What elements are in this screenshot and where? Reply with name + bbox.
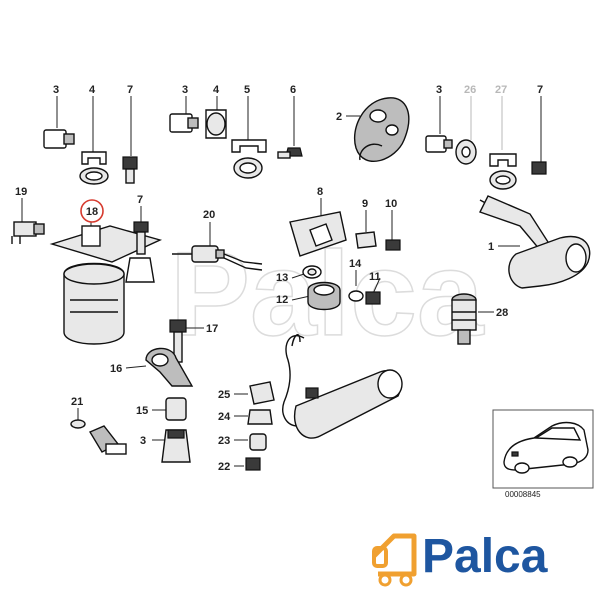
group-lower-middle — [234, 381, 275, 471]
callout-6: 6 — [290, 84, 296, 96]
callout-13: 13 — [276, 272, 288, 284]
group-top-left — [43, 96, 138, 185]
callout-17: 17 — [206, 323, 218, 335]
callout-7: 7 — [127, 84, 133, 96]
callout-24: 24 — [218, 411, 231, 423]
car-inset — [492, 409, 594, 489]
svg-text:Palca: Palca — [422, 530, 548, 583]
callout-19: 19 — [15, 186, 27, 198]
callout-7: 7 — [537, 84, 543, 96]
callout-4: 4 — [213, 84, 220, 96]
callout-25: 25 — [218, 389, 230, 401]
callout-3: 3 — [182, 84, 188, 96]
highlighted-callout: 18 — [80, 199, 104, 223]
group-grommet — [346, 97, 410, 163]
callout-26: 26 — [464, 84, 476, 96]
callout-15: 15 — [136, 405, 148, 417]
group-receiver-lower — [282, 334, 403, 439]
group-valve-28 — [451, 293, 494, 345]
callout-4: 4 — [89, 84, 96, 96]
callout-20: 20 — [203, 209, 215, 221]
callout-23: 23 — [218, 435, 230, 447]
callout-3: 3 — [53, 84, 59, 96]
callout-27: 27 — [495, 84, 507, 96]
reference-code: 00008845 — [505, 490, 541, 499]
callout-16: 16 — [110, 363, 122, 375]
callout-21: 21 — [71, 396, 83, 408]
callout-1: 1 — [488, 241, 494, 253]
callout-11: 11 — [369, 271, 381, 283]
callout-28: 28 — [496, 307, 508, 319]
callout-5: 5 — [244, 84, 250, 96]
callout-14: 14 — [349, 258, 362, 270]
palca-logo: Palca — [372, 530, 548, 587]
group-top-middle — [169, 96, 303, 179]
group-lower-left — [70, 319, 204, 463]
callout-2: 2 — [336, 111, 342, 123]
group-top-right — [425, 96, 591, 289]
callout-3: 3 — [436, 84, 442, 96]
callout-12: 12 — [276, 294, 288, 306]
group-mid — [289, 198, 401, 311]
callout-18: 18 — [86, 206, 98, 218]
group-switch-20 — [172, 222, 263, 271]
callout-8: 8 — [317, 186, 323, 198]
callout-22: 22 — [218, 461, 230, 473]
callout-3: 3 — [140, 435, 146, 447]
callout-labels: 3 4 7 3 4 5 6 2 3 26 27 7 19 7 20 8 9 10… — [15, 84, 543, 473]
callout-7: 7 — [137, 194, 143, 206]
group-receiver-dryer — [11, 198, 163, 345]
callout-9: 9 — [362, 198, 368, 210]
callout-10: 10 — [385, 198, 397, 210]
